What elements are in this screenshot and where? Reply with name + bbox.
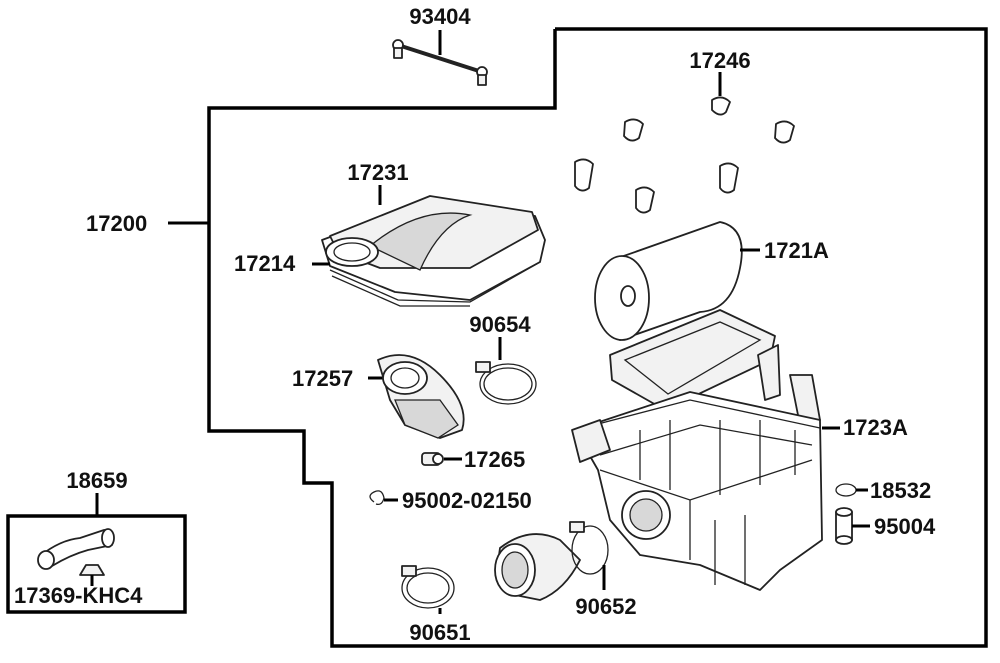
label-17214: 17214 [234, 251, 296, 276]
part-90651-clamp [401, 565, 455, 614]
part-17257-adapter [368, 354, 465, 439]
label-17231: 17231 [347, 160, 408, 185]
label-95002-02150: 95002-02150 [402, 488, 532, 513]
label-90651: 90651 [409, 620, 470, 645]
label-90652: 90652 [575, 594, 636, 619]
label-93404: 93404 [409, 4, 471, 29]
assembly-frame [207, 27, 988, 648]
label-90654: 90654 [469, 312, 531, 337]
label-1723A: 1723A [843, 415, 908, 440]
part-17246-clips [574, 72, 795, 214]
part-95004-tube [835, 507, 870, 545]
part-90652-hose [494, 521, 609, 601]
label-17257: 17257 [292, 366, 353, 391]
label-17200: 17200 [86, 211, 147, 236]
label-95004: 95004 [874, 514, 936, 539]
part-95002-clip [369, 490, 398, 506]
part-17265-plug [421, 452, 462, 466]
label-17265: 17265 [464, 447, 525, 472]
label-17246: 17246 [689, 48, 750, 73]
part-1723A-case [571, 309, 840, 591]
part-1721A-filter [594, 221, 760, 341]
part-90654-clamp [475, 337, 537, 405]
label-1721A: 1721A [764, 238, 829, 263]
label-18532: 18532 [870, 478, 931, 503]
label-17369-khc4: 17369-KHC4 [14, 583, 143, 608]
part-18659-hose [37, 493, 115, 586]
label-18659: 18659 [66, 468, 127, 493]
part-18532-clip [835, 483, 868, 497]
part-17231-cover [312, 185, 546, 307]
part-93404-bracket [392, 30, 488, 86]
